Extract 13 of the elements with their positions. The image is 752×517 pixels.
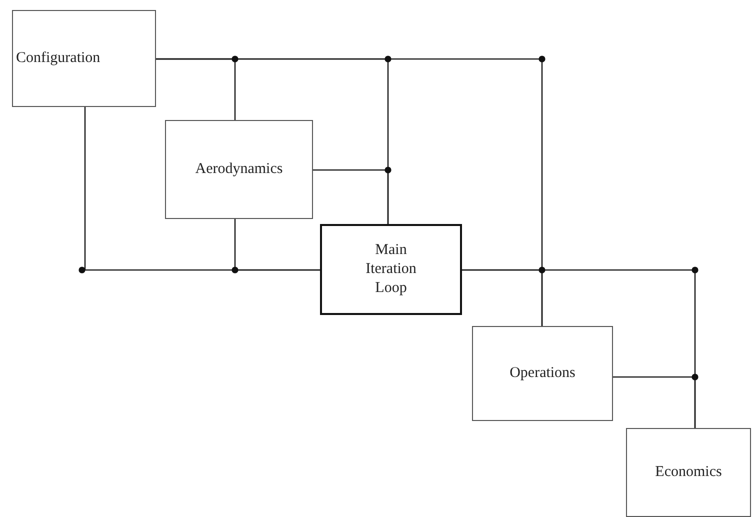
process-box — [165, 120, 313, 219]
process-box — [626, 428, 751, 517]
process-box — [12, 10, 156, 107]
box-label: Main Iteration Loop — [364, 241, 418, 298]
connector-line — [612, 376, 696, 428]
box-label: Operations — [510, 364, 576, 383]
box-label: Economics — [655, 463, 722, 482]
process-box — [472, 326, 613, 421]
connector-line — [312, 169, 389, 224]
connector-line — [234, 218, 320, 271]
box-label: Configuration — [16, 49, 100, 68]
main-process-box — [320, 224, 462, 315]
box-label: Aerodynamics — [195, 160, 283, 179]
